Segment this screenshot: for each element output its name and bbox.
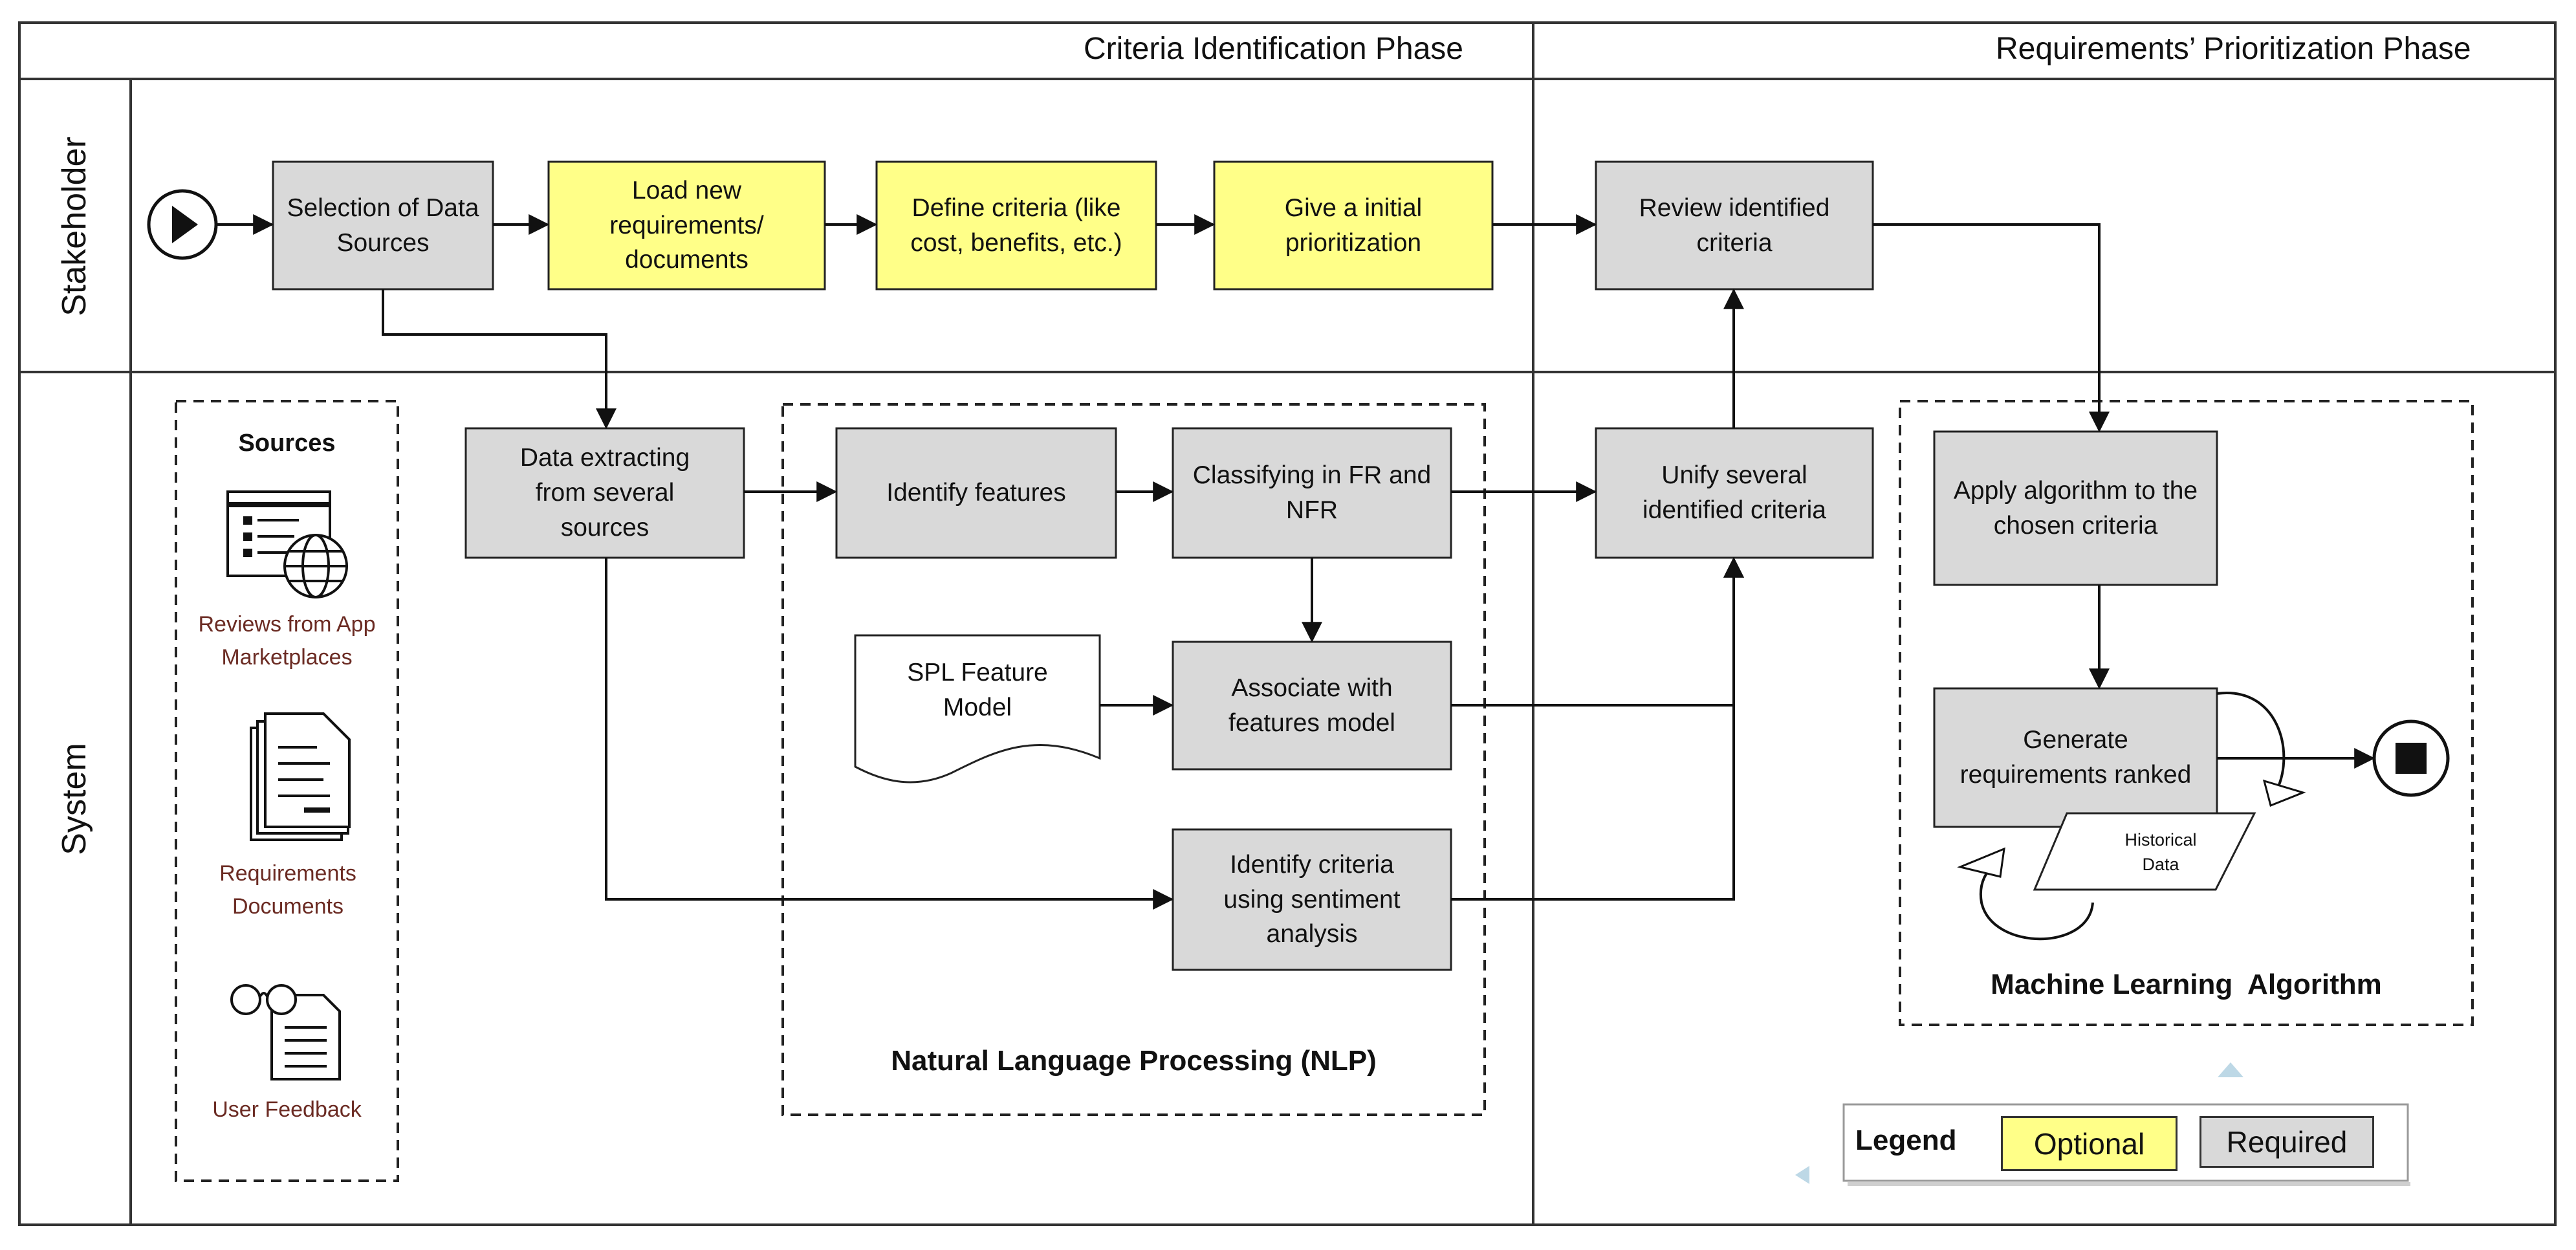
lane-label-stakeholder: Stakeholder (56, 137, 93, 316)
legend-required: Required (2199, 1116, 2374, 1168)
step-define-label: Define criteria (like cost, benefits, et… (910, 193, 1122, 257)
step-identify-features-label: Identify features (886, 479, 1066, 507)
loop-arc-right (2216, 692, 2286, 790)
web-page-globe-icon (226, 490, 348, 598)
step-sentiment-label: Identify criteria using sentiment analys… (1223, 850, 1401, 948)
nlp-group-title: Natural Language Processing (NLP) (891, 1044, 1377, 1077)
legend-title: Legend (1855, 1124, 1957, 1156)
step-unify-label: Unify several identified criteria (1643, 461, 1826, 524)
box-review (1595, 160, 1874, 291)
source-caption-reviews: Reviews from App Marketplaces (198, 612, 376, 670)
legend-optional: Optional (2001, 1116, 2178, 1171)
source-caption-documents: Requirements Documents (219, 861, 356, 919)
box-identify-features (835, 427, 1117, 559)
box-apply (1933, 430, 2218, 586)
step-review-label: Review identified criteria (1639, 193, 1830, 257)
box-selection (272, 160, 494, 291)
ml-group (1899, 400, 2474, 1026)
box-load (547, 160, 826, 291)
source-caption-feedback: User Feedback (212, 1097, 362, 1122)
ml-group-title: Machine Learning Algorithm (1991, 968, 2382, 1000)
phase-title-prioritization: Requirements’ Prioritization Phase (1996, 32, 2471, 66)
pool-frame (18, 21, 2557, 1226)
loop-arc-left (1979, 859, 2094, 941)
step-load-label: Load new requirements/ documents (609, 176, 764, 274)
sources-title: Sources (238, 429, 336, 457)
documents-icon (250, 712, 351, 841)
step-selection-label: Selection of Data Sources (287, 193, 479, 257)
phase-title-criteria: Criteria Identification Phase (1084, 32, 1463, 66)
nlp-group (781, 403, 1486, 1116)
step-classify-label: Classifying in FR and NFR (1192, 461, 1432, 524)
step-give-label: Give a initial prioritization (1284, 193, 1423, 257)
box-unify (1595, 427, 1874, 559)
data-historical (2033, 812, 2256, 891)
lane-label-system: System (56, 743, 93, 855)
box-associate (1172, 641, 1452, 771)
step-generate-label: Generate requirements ranked (1959, 726, 2192, 789)
box-sentiment (1172, 828, 1452, 971)
step-spl-label: SPL Feature Model (907, 659, 1048, 721)
step-apply-label: Apply algorithm to the chosen criteria (1953, 476, 2198, 540)
step-associate-label: Associate with features model (1228, 674, 1395, 737)
step-historical-label: Historical Data (2124, 830, 2197, 874)
sources-group (175, 400, 399, 1182)
box-define (875, 160, 1157, 291)
box-classify (1172, 427, 1452, 559)
step-extract-label: Data extracting from several sources (519, 444, 690, 542)
box-give (1213, 160, 1494, 291)
glasses-document-icon (230, 984, 341, 1080)
doc-spl (854, 634, 1101, 784)
